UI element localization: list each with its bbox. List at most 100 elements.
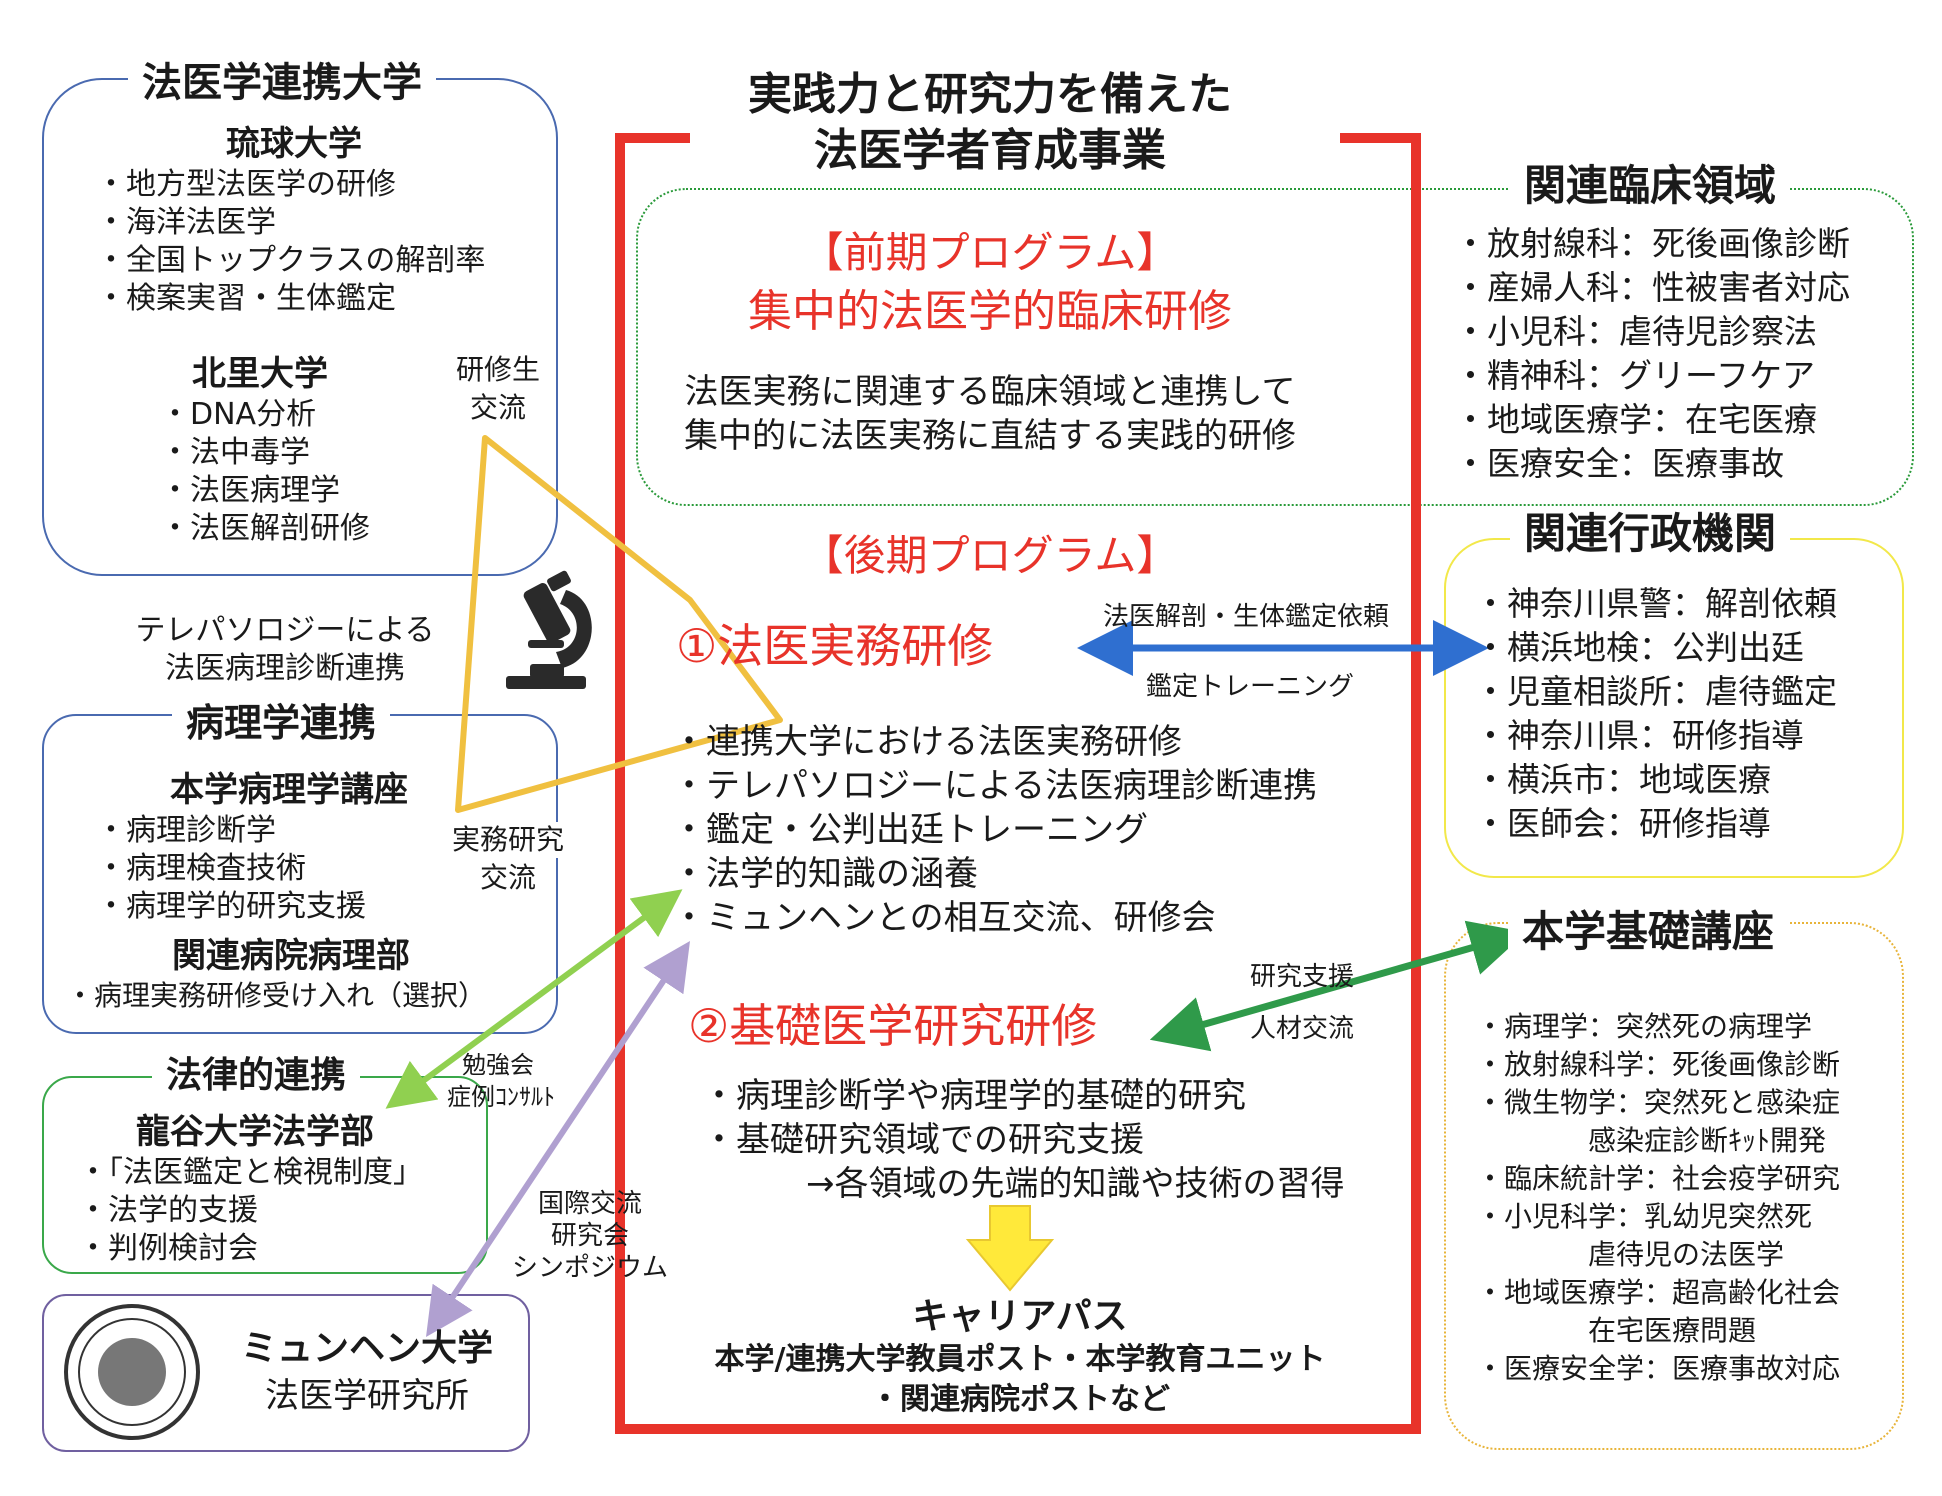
basic-list: 病理学：突然死の病理学 放射線科学：死後画像診断 微生物学：突然死と感染症 感染… — [1476, 1008, 1840, 1388]
pathology-dept-item: 病理検査技術 — [96, 850, 366, 888]
training2-list: 病理診断学や病理学的基礎的研究 基礎研究領域での研究支援 — [702, 1074, 1246, 1162]
kitasato-list: DNA分析 法中毒学 法医病理学 法医解剖研修 — [160, 396, 370, 548]
kitasato-item: 法中毒学 — [160, 434, 370, 472]
basic-item: 放射線科学：死後画像診断 — [1476, 1046, 1840, 1084]
clinical-item: 放射線科：死後画像診断 — [1454, 222, 1850, 266]
intl-exchange-line2: 研究会 — [550, 1221, 629, 1251]
ryukyu-item: 全国トップクラスの解剖率 — [96, 242, 485, 280]
legal-item: 判例検討会 — [78, 1230, 423, 1268]
training1-item: 連携大学における法医実務研修 — [672, 720, 1317, 764]
pathology-dept-item: 病理学的研究支援 — [96, 888, 366, 926]
main-program-frame — [615, 134, 1421, 1434]
career-line1: 本学/連携大学教員ポスト・本学教育ユニット — [714, 1342, 1326, 1377]
basic-item: 地域医療学：超高齢化社会 — [1476, 1274, 1840, 1312]
munich-seal-icon — [64, 1304, 200, 1440]
clinical-title: 関連臨床領域 — [1510, 160, 1791, 212]
ryukyu-item: 地方型法医学の研修 — [96, 166, 485, 204]
basic-item: 医療安全学：医療事故対応 — [1476, 1350, 1840, 1388]
research-support-label: 研究支援 — [1249, 962, 1354, 992]
clinical-item: 小児科：虐待児診察法 — [1454, 310, 1850, 354]
admin-item: 神奈川県：研修指導 — [1474, 714, 1837, 758]
study-group-label: 勉強会 — [462, 1051, 534, 1079]
trainee-exchange-line1: 研修生 — [455, 353, 540, 386]
early-program-desc2: 集中的に法医実務に直結する実践的研修 — [684, 416, 1296, 456]
admin-item: 児童相談所：虐待鑑定 — [1474, 670, 1837, 714]
staff-exchange-label: 人材交流 — [1249, 1014, 1354, 1044]
practice-exchange-line2: 交流 — [479, 861, 536, 894]
basic-item: 微生物学：突然死と感染症 — [1476, 1084, 1840, 1122]
clinical-item: 医療安全：医療事故 — [1454, 442, 1850, 486]
green-double-arrow — [1149, 920, 1527, 1052]
basic-title: 本学基礎講座 — [1508, 906, 1789, 958]
clinical-item: 地域医療学：在宅医療 — [1454, 398, 1850, 442]
legal-title: 法律的連携 — [152, 1054, 361, 1098]
training2-item: 基礎研究領域での研究支援 — [702, 1118, 1246, 1162]
partner-univ-title: 法医学連携大学 — [128, 58, 436, 108]
ryukyu-item: 検案実習・生体鑑定 — [96, 280, 485, 318]
pathology-hospital-item: 病理実務研修受け入れ（選択） — [66, 978, 486, 1014]
career-title: キャリアパス — [912, 1296, 1128, 1337]
basic-item: 臨床統計学：社会疫学研究 — [1476, 1160, 1840, 1198]
career-down-arrow — [965, 1205, 1055, 1292]
admin-list: 神奈川県警：解剖依頼 横浜地検：公判出廷 児童相談所：虐待鑑定 神奈川県：研修指… — [1474, 582, 1837, 846]
training1-item: ミュンヘンとの相互交流、研修会 — [672, 896, 1317, 940]
training2-item: 病理診断学や病理学的基礎的研究 — [702, 1074, 1246, 1118]
microscope-icon — [506, 570, 592, 689]
clinical-item: 産婦人科：性被害者対応 — [1454, 266, 1850, 310]
basic-item: 小児科学：乳幼児突然死 — [1476, 1198, 1840, 1236]
legal-item: 「法医鑑定と検視制度」 — [78, 1154, 423, 1192]
pathology-hospital-list: 病理実務研修受け入れ（選択） — [66, 978, 486, 1014]
main-title-line1: 実践力と研究力を備えた — [748, 69, 1232, 120]
legal-list: 「法医鑑定と検視制度」 法学的支援 判例検討会 — [78, 1154, 423, 1268]
kitasato-item: 法医病理学 — [160, 472, 370, 510]
munich-line2: 法医学研究所 — [265, 1376, 469, 1416]
pathology-title: 病理学連携 — [172, 700, 391, 746]
pathology-dept-name: 本学病理学講座 — [170, 770, 408, 810]
ryukyu-item: 海洋法医学 — [96, 204, 485, 242]
kitasato-name: 北里大学 — [192, 354, 328, 394]
telepathology-line1: テレパソロジーによる — [135, 613, 435, 648]
intl-exchange-line3: シンポジウム — [511, 1253, 668, 1283]
munich-line1: ミュンヘン大学 — [240, 1328, 493, 1369]
munich-box — [42, 1294, 530, 1452]
autopsy-request-label: 法医解剖・生体鑑定依頼 — [1102, 602, 1389, 632]
basic-item: 虐待児の法医学 — [1588, 1238, 1785, 1271]
ryukyu-list: 地方型法医学の研修 海洋法医学 全国トップクラスの解剖率 検案実習・生体鑑定 — [96, 166, 485, 318]
telepathology-line2: 法医病理診断連携 — [165, 651, 405, 686]
admin-item: 横浜地検：公判出廷 — [1474, 626, 1837, 670]
main-title-line2: 法医学者育成事業 — [814, 125, 1166, 176]
training1-list: 連携大学における法医実務研修 テレパソロジーによる法医病理診断連携 鑑定・公判出… — [672, 720, 1317, 940]
training2-arrow-line: →各領域の先端的知識や技術の習得 — [806, 1164, 1345, 1204]
trainee-exchange-line2: 交流 — [469, 391, 526, 424]
basic-item: 在宅医療問題 — [1588, 1314, 1757, 1347]
early-program-desc1: 法医実務に関連する臨床領域と連携して — [684, 372, 1296, 412]
admin-item: 横浜市：地域医療 — [1474, 758, 1837, 802]
early-program-box — [636, 188, 1914, 506]
training1-title: ①法医実務研修 — [676, 619, 994, 673]
training1-item: テレパソロジーによる法医病理診断連携 — [672, 764, 1317, 808]
intl-exchange-line1: 国際交流 — [537, 1189, 642, 1219]
appraisal-training-label: 鑑定トレーニング — [1145, 672, 1354, 702]
pathology-hospital-name: 関連病院病理部 — [172, 936, 410, 976]
practice-exchange-line1: 実務研究 — [438, 822, 578, 858]
early-program-title1: 【前期プログラム】 — [801, 228, 1179, 277]
pathology-dept-list: 病理診断学 病理検査技術 病理学的研究支援 — [96, 812, 366, 926]
basic-item: 病理学：突然死の病理学 — [1476, 1008, 1840, 1046]
training2-title: ②基礎医学研究研修 — [688, 999, 1098, 1053]
training1-item: 鑑定・公判出廷トレーニング — [672, 808, 1317, 852]
early-program-title2: 集中的法医学的臨床研修 — [748, 286, 1232, 337]
clinical-list: 放射線科：死後画像診断 産婦人科：性被害者対応 小児科：虐待児診察法 精神科：グ… — [1454, 222, 1850, 486]
late-program-title: 【後期プログラム】 — [801, 531, 1179, 580]
pathology-dept-item: 病理診断学 — [96, 812, 366, 850]
case-consult-label: 症例ｺﾝｻﾙﾄ — [447, 1083, 555, 1111]
admin-item: 神奈川県警：解剖依頼 — [1474, 582, 1837, 626]
basic-item: 感染症診断ｷｯﾄ開発 — [1588, 1124, 1827, 1157]
ryukyu-name: 琉球大学 — [226, 124, 362, 164]
kitasato-item: DNA分析 — [160, 396, 370, 434]
admin-item: 医師会：研修指導 — [1474, 802, 1837, 846]
admin-title: 関連行政機関 — [1510, 508, 1791, 560]
clinical-item: 精神科：グリーフケア — [1454, 354, 1850, 398]
legal-item: 法学的支援 — [78, 1192, 423, 1230]
legal-name: 龍谷大学法学部 — [136, 1112, 374, 1152]
career-line2: ・関連病院ポストなど — [870, 1382, 1170, 1417]
